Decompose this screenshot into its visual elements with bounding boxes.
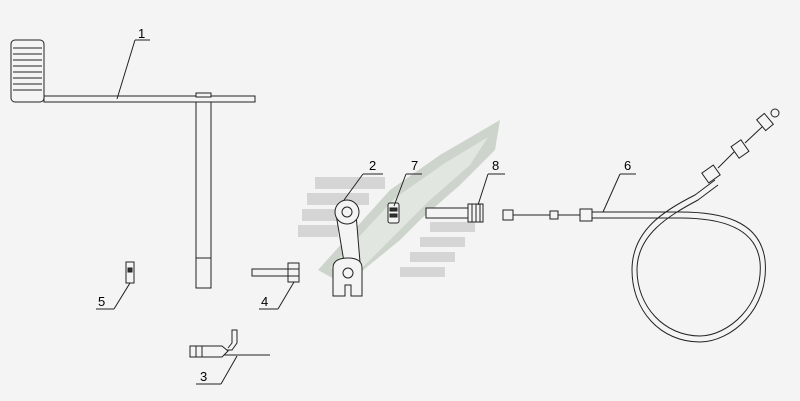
part-7-clip [387,202,400,224]
part-3-spring-clip [189,329,270,358]
callout-6: 6 [624,158,631,173]
watermark-logo [298,120,500,285]
callout-labels: 1 2 3 4 5 6 7 8 [98,26,631,384]
part-5-pin [125,261,135,284]
leader-lines [96,39,636,385]
part-4-bolt [251,262,300,283]
callout-7: 7 [411,158,418,173]
callout-2: 2 [369,158,376,173]
pedal-grip-ridges [13,47,42,91]
callout-4: 4 [261,294,268,309]
part-6-cable [502,108,780,343]
callout-5: 5 [98,294,105,309]
callout-8: 8 [492,158,499,173]
part-1-pedal-lever [10,39,256,289]
part-8-threaded-rod [425,203,484,223]
part-2-clevis-arm [332,199,363,297]
callout-1: 1 [138,26,145,41]
callout-3: 3 [200,369,207,384]
